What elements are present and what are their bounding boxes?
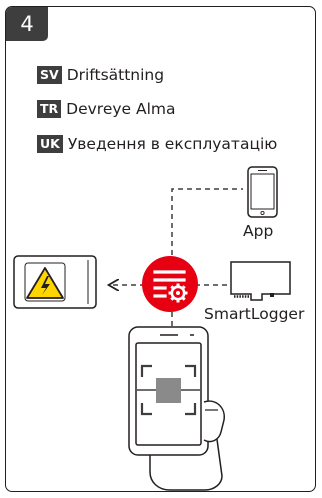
hand-scanning-phone-icon	[128, 326, 225, 491]
title-text-tr: Devreye Alma	[66, 100, 176, 118]
title-tr: TR Devreye Alma	[37, 99, 176, 119]
instruction-card: 4	[5, 6, 316, 492]
gear-icon	[168, 283, 188, 303]
dashed-connectors	[110, 188, 243, 330]
smartlogger-icon	[230, 261, 291, 301]
title-sv: SV Driftsättning	[37, 65, 164, 85]
step-number-badge: 4	[6, 7, 48, 41]
title-text-uk: Уведення в експлуатацію	[67, 135, 278, 153]
qr-code-placeholder	[156, 378, 181, 403]
inverter-icon	[13, 255, 97, 309]
smartlogger-label: SmartLogger	[204, 305, 305, 323]
language-code-tr: TR	[37, 100, 62, 118]
title-uk: UK Уведення в експлуатацію	[37, 134, 277, 154]
language-code-uk: UK	[37, 135, 63, 153]
connector-phone-line	[171, 188, 243, 255]
language-code-sv: SV	[37, 66, 62, 84]
phone-app-icon	[247, 166, 278, 218]
app-label: App	[243, 222, 274, 240]
title-text-sv: Driftsättning	[66, 66, 165, 84]
management-system-icon	[142, 256, 198, 312]
